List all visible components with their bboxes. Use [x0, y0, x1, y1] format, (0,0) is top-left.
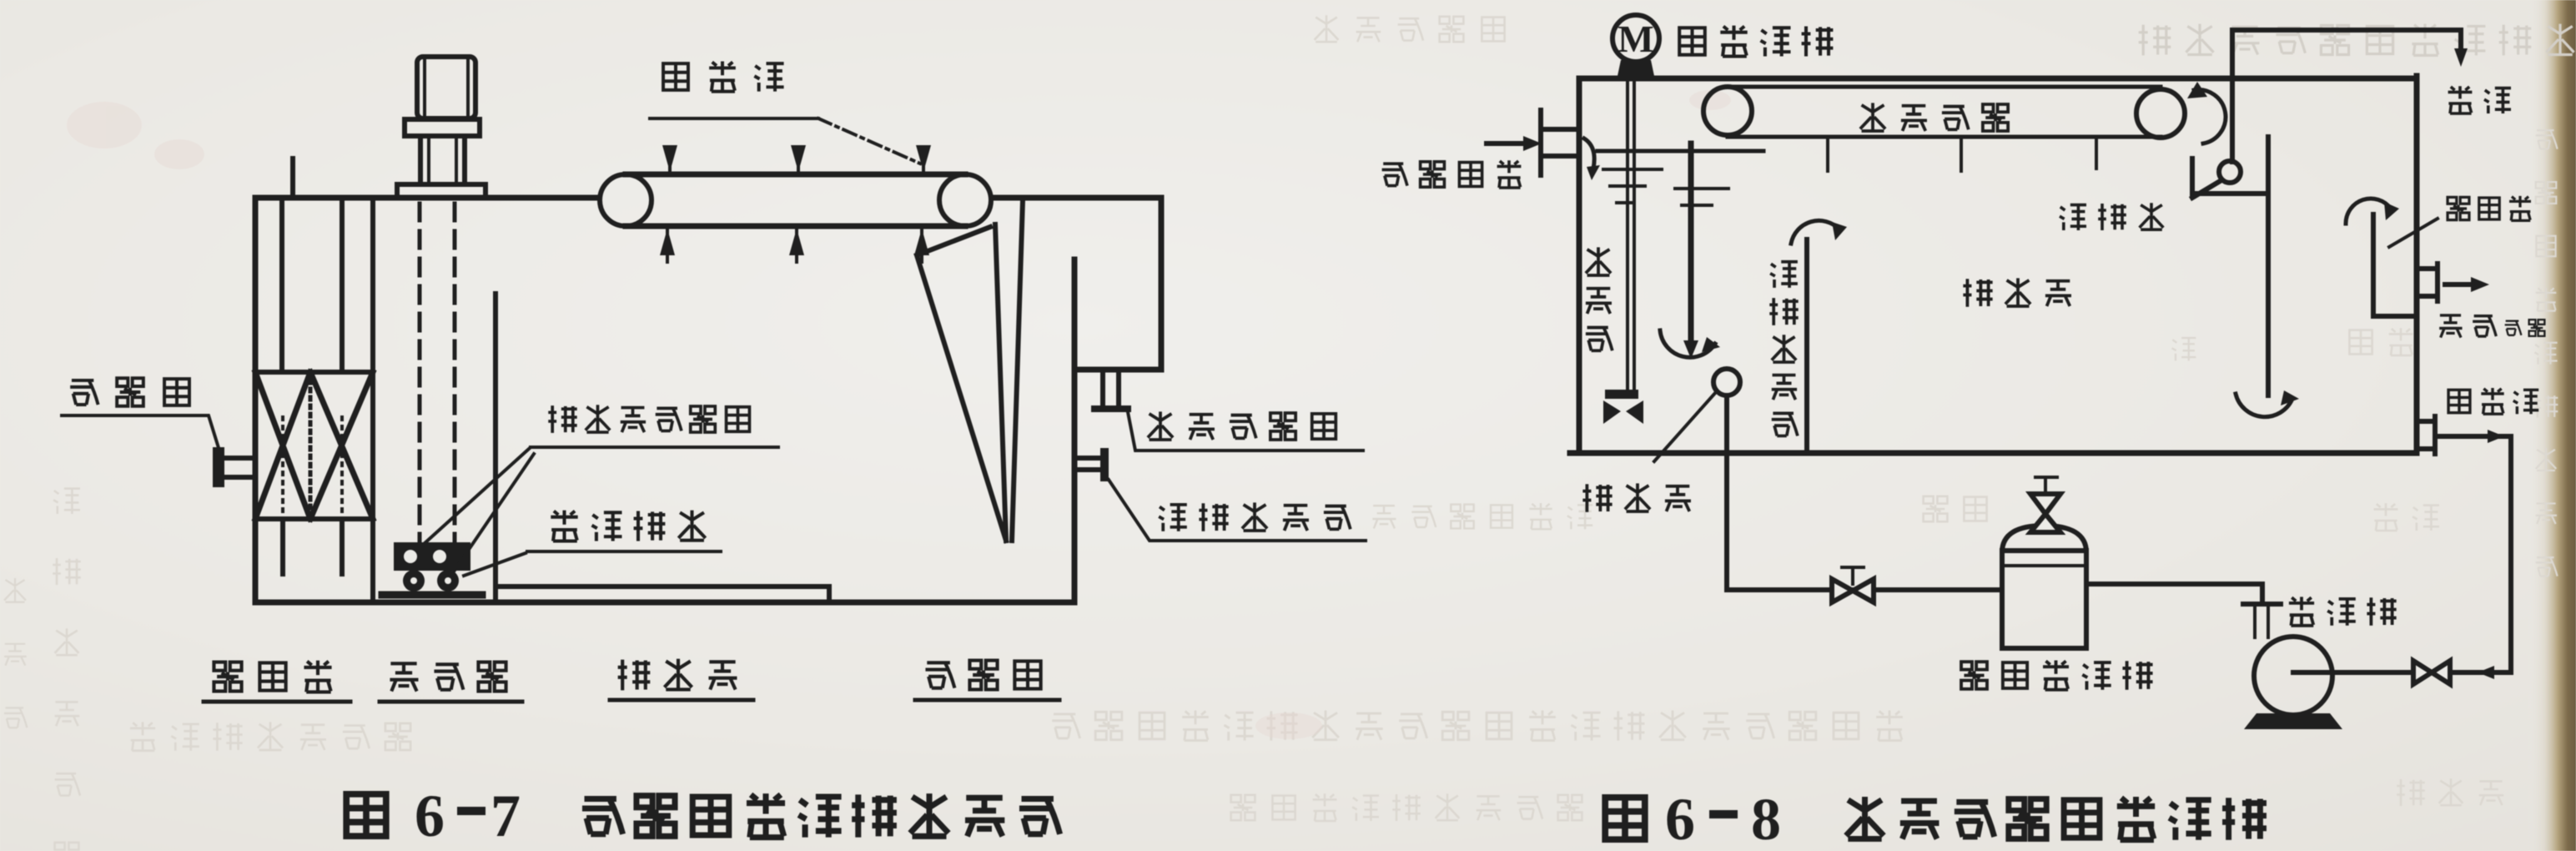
svg-text:M: M [1618, 18, 1653, 60]
svg-text:7: 7 [491, 783, 521, 849]
svg-text:8: 8 [1751, 786, 1781, 851]
svg-text:6: 6 [415, 783, 445, 849]
svg-text:6: 6 [1665, 786, 1695, 851]
